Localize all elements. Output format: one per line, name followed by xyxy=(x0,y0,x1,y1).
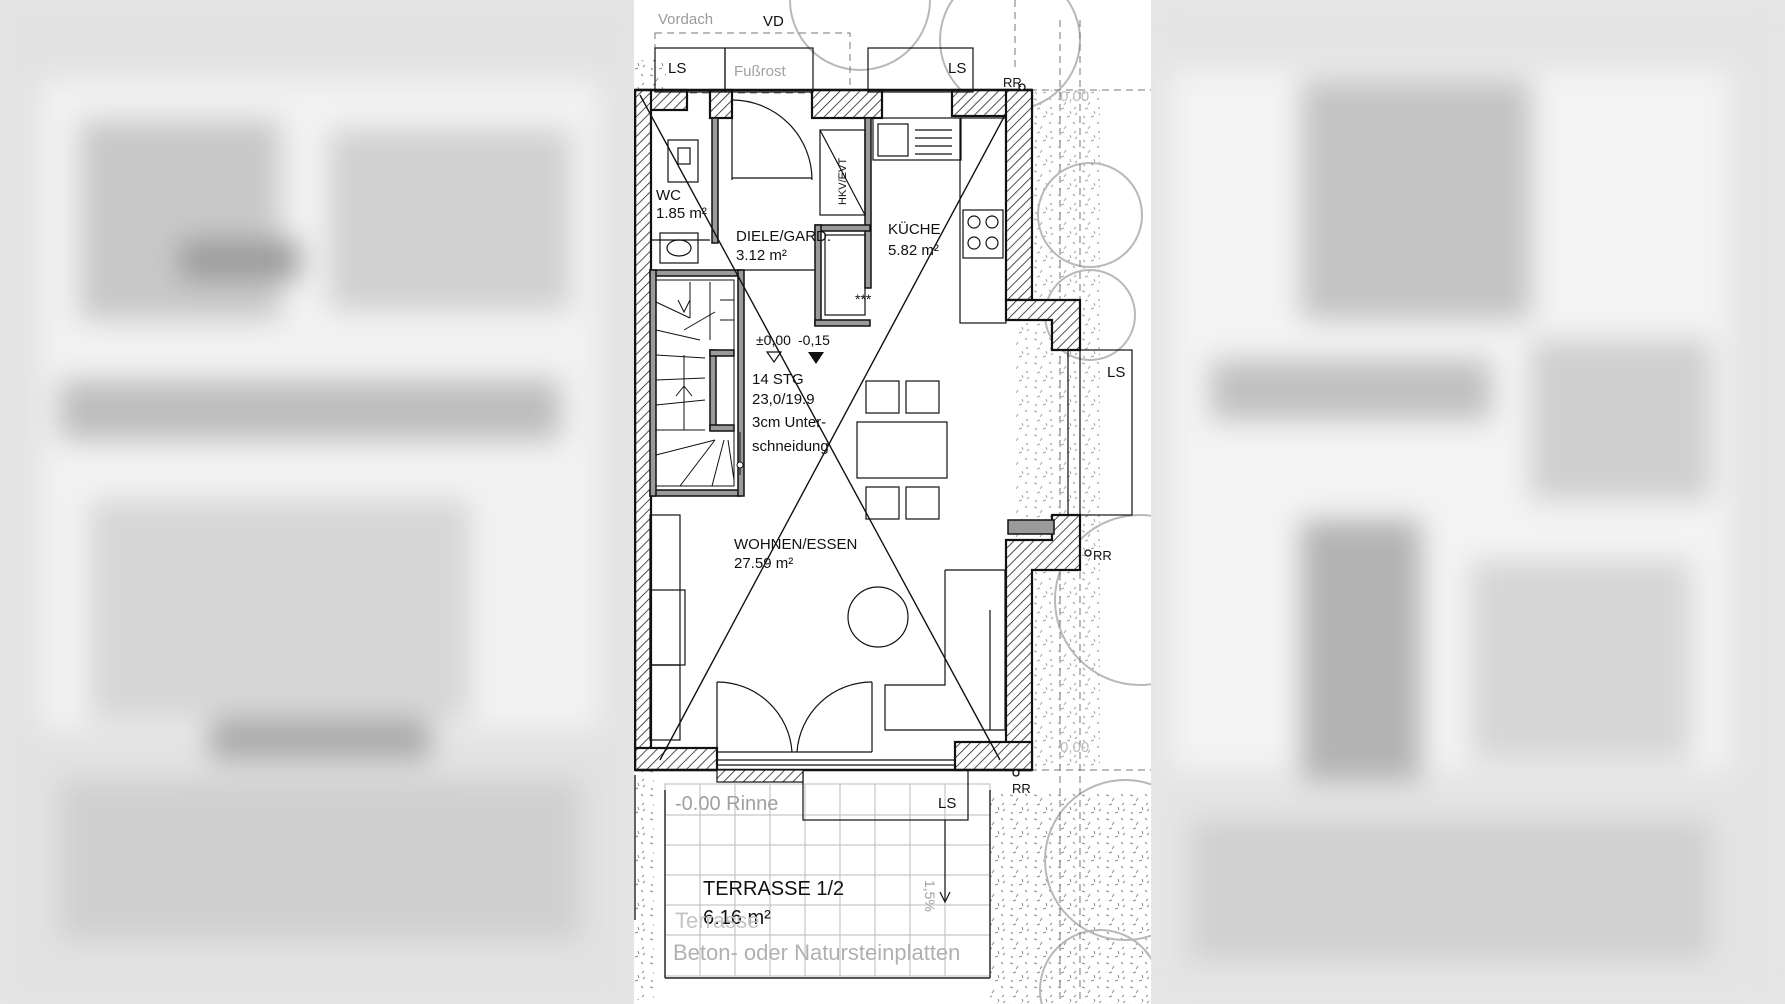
vordach-label: Vordach xyxy=(658,11,713,28)
ls-label-top-left: LS xyxy=(668,60,686,77)
stairs-note-1: 3cm Unter- xyxy=(752,414,826,431)
rr-label-bottom: RR xyxy=(1012,781,1031,796)
ls-label-top-right: LS xyxy=(948,60,966,77)
terrasse-name: TERRASSE 1/2 xyxy=(703,878,844,900)
stars-label: *** xyxy=(855,291,872,307)
diele-area: 3.12 m² xyxy=(736,247,787,264)
wc-area: 1.85 m² xyxy=(656,205,707,222)
kueche-name: KÜCHE xyxy=(888,220,941,238)
terrasse-area: 6.16 m² xyxy=(703,907,771,929)
wohnen-name: WOHNEN/ESSEN xyxy=(734,536,857,553)
diele-name: DIELE/GARD. xyxy=(736,228,831,245)
wc-name: WC xyxy=(656,187,681,204)
ls-label-right: LS xyxy=(1107,364,1125,381)
level-right-top: 0,00 xyxy=(1060,88,1089,105)
gutter-label: -0.00 Rinne xyxy=(675,793,778,815)
terrace-ghost-label: Terrasse xyxy=(675,908,759,933)
stairs-count: 14 STG xyxy=(752,371,804,388)
rr-label-right: RR xyxy=(1093,548,1112,563)
level-markers xyxy=(765,351,824,364)
vd-label: VD xyxy=(763,13,784,30)
terrace-border xyxy=(634,775,991,979)
stairs-ratio: 23,0/19.9 xyxy=(752,391,815,408)
slope-label: 1,5% xyxy=(922,880,938,912)
stairs-note-2: schneidung xyxy=(752,438,829,455)
paving-label: Beton- oder Natursteinplatten xyxy=(673,940,960,965)
wohnen-area: 27.59 m² xyxy=(734,555,793,572)
level-right-bottom: 0,00 xyxy=(1060,739,1089,756)
blurred-background-right xyxy=(1151,0,1785,1004)
hkv-label: HKV/EVT xyxy=(837,158,849,205)
ls-label-bottom: LS xyxy=(938,795,956,812)
garden-ground xyxy=(634,60,1151,1004)
rain-pipe-markers xyxy=(1012,83,1092,777)
interior-walls xyxy=(649,117,1055,535)
rr-label-top: RR xyxy=(1003,75,1022,90)
fixtures xyxy=(649,47,1133,904)
blurred-background-left xyxy=(0,0,634,1004)
staircase xyxy=(655,279,744,487)
fussrost-label: Fußrost xyxy=(734,63,787,80)
floor-plan: Vordach VD LS Fußrost LS RR 0,00 HKV/EVT… xyxy=(634,0,1151,1004)
level-main: ±0,00 xyxy=(756,332,791,348)
void-cross xyxy=(639,94,1006,761)
garden-trees xyxy=(789,0,1151,1004)
kueche-area: 5.82 m² xyxy=(888,242,939,259)
level-step: -0,15 xyxy=(798,332,830,348)
